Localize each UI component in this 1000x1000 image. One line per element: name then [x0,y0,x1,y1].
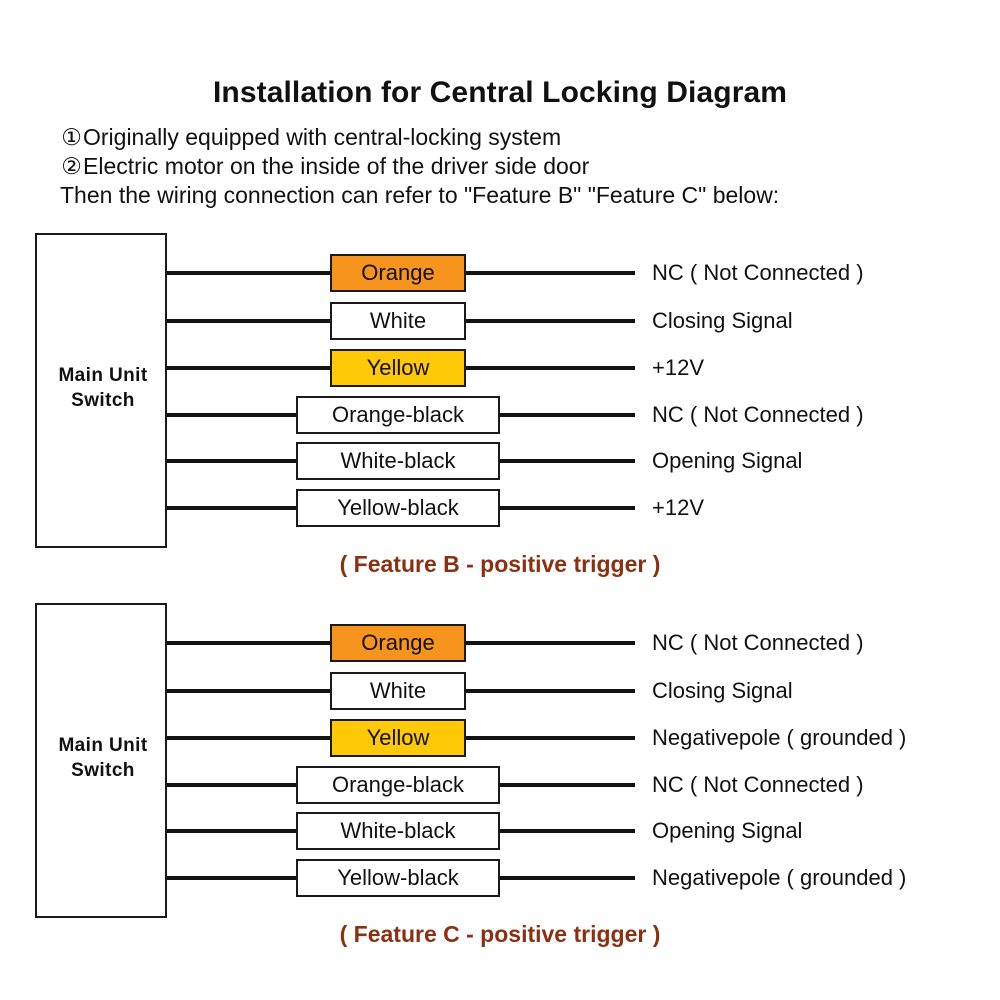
main-unit-line-2: Switch [71,760,135,781]
wire-left-b-4 [167,413,296,417]
main-unit-switch-label-b: Main Unit Switch [37,363,169,413]
note-text-3: Then the wiring connection can refer to … [60,182,780,208]
wire-chip-c-3: Yellow [330,719,466,757]
caption-feature-c: ( Feature C - positive trigger ) [339,921,661,947]
function-label-b-6: +12V [652,495,704,520]
main-unit-line-1: Main Unit [58,365,148,386]
wire-right-b-6 [500,506,635,510]
wire-right-b-2 [466,319,635,323]
function-label-c-2: Closing Signal [652,678,793,703]
wire-chip-b-4: Orange-black [296,396,500,434]
wire-right-b-4 [500,413,635,417]
wire-right-c-2 [466,689,635,693]
wire-chip-c-1: Orange [330,624,466,662]
wire-right-c-6 [500,876,635,880]
diagram-feature-b: Main Unit Switch Orange NC ( Not Connect… [0,230,1000,580]
wire-chip-b-1: Orange [330,254,466,292]
diagram-feature-c: Main Unit Switch Orange NC ( Not Connect… [0,600,1000,950]
wire-chip-c-4: Orange-black [296,766,500,804]
wire-left-b-6 [167,506,296,510]
wire-chip-c-5: White-black [296,812,500,850]
function-label-b-2: Closing Signal [652,308,793,333]
note-line-3: Then the wiring connection can refer to … [60,184,779,207]
main-unit-line-2: Switch [71,390,135,411]
wire-left-b-1 [167,271,330,275]
function-label-c-1: NC ( Not Connected ) [652,630,864,655]
function-label-b-5: Opening Signal [652,448,803,473]
wire-chip-b-2: White [330,302,466,340]
wire-right-c-5 [500,829,635,833]
wire-left-c-4 [167,783,296,787]
wire-chip-c-6: Yellow-black [296,859,500,897]
note-line-2: ②Electric motor on the inside of the dri… [60,155,589,178]
note-marker-2: ② [61,153,82,179]
wire-left-b-3 [167,366,330,370]
wire-chip-b-3: Yellow [330,349,466,387]
wire-right-c-3 [466,736,635,740]
wire-right-b-1 [466,271,635,275]
function-label-c-4: NC ( Not Connected ) [652,772,864,797]
caption-feature-b: ( Feature B - positive trigger ) [339,551,661,577]
note-line-1: ①Originally equipped with central-lockin… [60,126,561,149]
wire-right-c-1 [466,641,635,645]
wire-left-c-1 [167,641,330,645]
wire-left-b-2 [167,319,330,323]
function-label-c-3: Negativepole ( grounded ) [652,725,907,750]
wire-left-c-3 [167,736,330,740]
wire-right-c-4 [500,783,635,787]
function-label-c-6: Negativepole ( grounded ) [652,865,907,890]
note-text-1: Originally equipped with central-locking… [83,124,562,150]
function-label-b-4: NC ( Not Connected ) [652,402,864,427]
wire-left-c-6 [167,876,296,880]
wire-chip-c-2: White [330,672,466,710]
wire-left-c-2 [167,689,330,693]
page-title: Installation for Central Locking Diagram [212,76,788,109]
wire-left-c-5 [167,829,296,833]
note-text-2: Electric motor on the inside of the driv… [83,153,590,179]
function-label-b-1: NC ( Not Connected ) [652,260,864,285]
function-label-c-5: Opening Signal [652,818,803,843]
main-unit-line-1: Main Unit [58,735,148,756]
note-marker-1: ① [61,124,82,150]
wire-left-b-5 [167,459,296,463]
main-unit-switch-box-b: Main Unit Switch [35,233,167,548]
main-unit-switch-label-c: Main Unit Switch [37,733,169,783]
main-unit-switch-box-c: Main Unit Switch [35,603,167,918]
function-label-b-3: +12V [652,355,704,380]
wire-chip-b-5: White-black [296,442,500,480]
wire-chip-b-6: Yellow-black [296,489,500,527]
wire-right-b-3 [466,366,635,370]
wire-right-b-5 [500,459,635,463]
